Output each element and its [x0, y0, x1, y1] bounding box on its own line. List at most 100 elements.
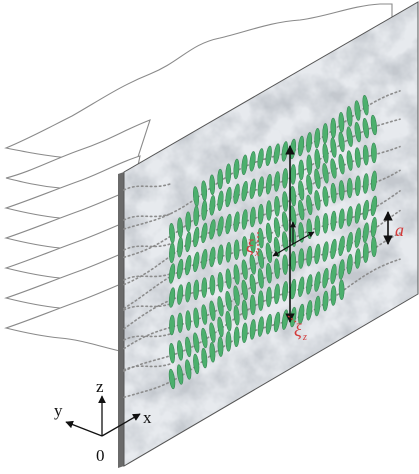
molecule [176, 364, 184, 385]
molecule [193, 332, 200, 353]
molecule [201, 249, 208, 270]
molecule [290, 251, 297, 272]
molecule [265, 242, 273, 263]
molecule [338, 279, 345, 300]
molecule [241, 154, 248, 176]
axis-z-label: z [96, 377, 104, 396]
molecule [298, 222, 305, 243]
molecule [209, 195, 216, 216]
molecule [306, 300, 313, 321]
molecule [169, 242, 175, 264]
molecule [233, 305, 240, 326]
molecule [314, 190, 321, 211]
molecule [346, 177, 353, 199]
molecule [274, 171, 280, 192]
molecule [177, 236, 184, 258]
molecule [322, 268, 329, 289]
molecule [177, 284, 184, 305]
molecule [306, 274, 313, 295]
molecule [297, 135, 305, 157]
molecule [282, 254, 288, 275]
molecule [330, 210, 337, 232]
molecule [370, 195, 378, 217]
molecule [362, 242, 369, 263]
molecule [274, 283, 280, 305]
molecule [249, 294, 256, 316]
xi-x-label: ξ x [246, 236, 260, 259]
molecule-array [168, 95, 378, 390]
molecule [346, 150, 353, 171]
molecule [241, 279, 248, 301]
molecule [338, 180, 345, 201]
molecule [306, 132, 313, 153]
molecule [209, 246, 216, 268]
molecule [193, 307, 200, 329]
molecule [290, 164, 297, 185]
molecule [338, 112, 345, 133]
layer-contour-line [123, 303, 171, 311]
molecule [346, 106, 353, 127]
molecule [233, 183, 240, 204]
molecule [338, 154, 345, 175]
molecule [193, 205, 200, 227]
molecule [249, 151, 256, 172]
molecule [201, 200, 208, 221]
molecule [201, 304, 208, 325]
axis-x-label: x [143, 408, 152, 427]
molecule [233, 211, 240, 232]
molecule [257, 227, 264, 249]
molecule [346, 126, 353, 147]
molecule [177, 340, 184, 361]
molecule [201, 277, 208, 298]
molecule [225, 213, 232, 235]
molecule [362, 95, 369, 116]
molecule [241, 259, 248, 280]
molecule [370, 170, 377, 192]
molecule [330, 117, 337, 139]
molecule [338, 131, 345, 153]
molecule [330, 137, 337, 158]
molecule [257, 268, 264, 289]
molecule [314, 295, 321, 317]
molecule [362, 144, 369, 166]
spacing-label: a [395, 220, 404, 240]
molecule [314, 271, 321, 292]
molecule [314, 148, 321, 170]
molecule [225, 310, 232, 332]
molecule [330, 263, 337, 285]
molecule [233, 158, 240, 180]
molecule [322, 290, 329, 312]
molecule [298, 303, 305, 325]
xi-z-label: ξ z [294, 320, 307, 343]
molecule [185, 254, 192, 276]
molecule [217, 316, 224, 338]
molecule [209, 174, 216, 196]
layer-contour-line [123, 183, 171, 191]
molecule [185, 359, 192, 380]
molecule [265, 145, 272, 167]
molecule [322, 186, 329, 207]
svg-text:z: z [302, 332, 307, 343]
molecule [298, 159, 305, 181]
molecule [298, 199, 305, 221]
molecule [169, 314, 175, 336]
molecule [362, 173, 369, 194]
molecule [265, 314, 273, 335]
coordinate-axes-icon [65, 395, 141, 437]
molecule [346, 206, 353, 227]
molecule [274, 196, 280, 217]
molecule [241, 236, 248, 257]
molecule [362, 118, 369, 139]
molecule [217, 190, 224, 211]
molecule [314, 127, 321, 149]
molecule [354, 100, 361, 121]
molecule [168, 368, 176, 390]
molecule [217, 296, 224, 317]
molecule [362, 222, 369, 243]
molecule [217, 271, 224, 293]
molecule [330, 238, 337, 260]
molecule [273, 143, 280, 164]
molecule [354, 203, 361, 224]
molecule [249, 319, 256, 340]
